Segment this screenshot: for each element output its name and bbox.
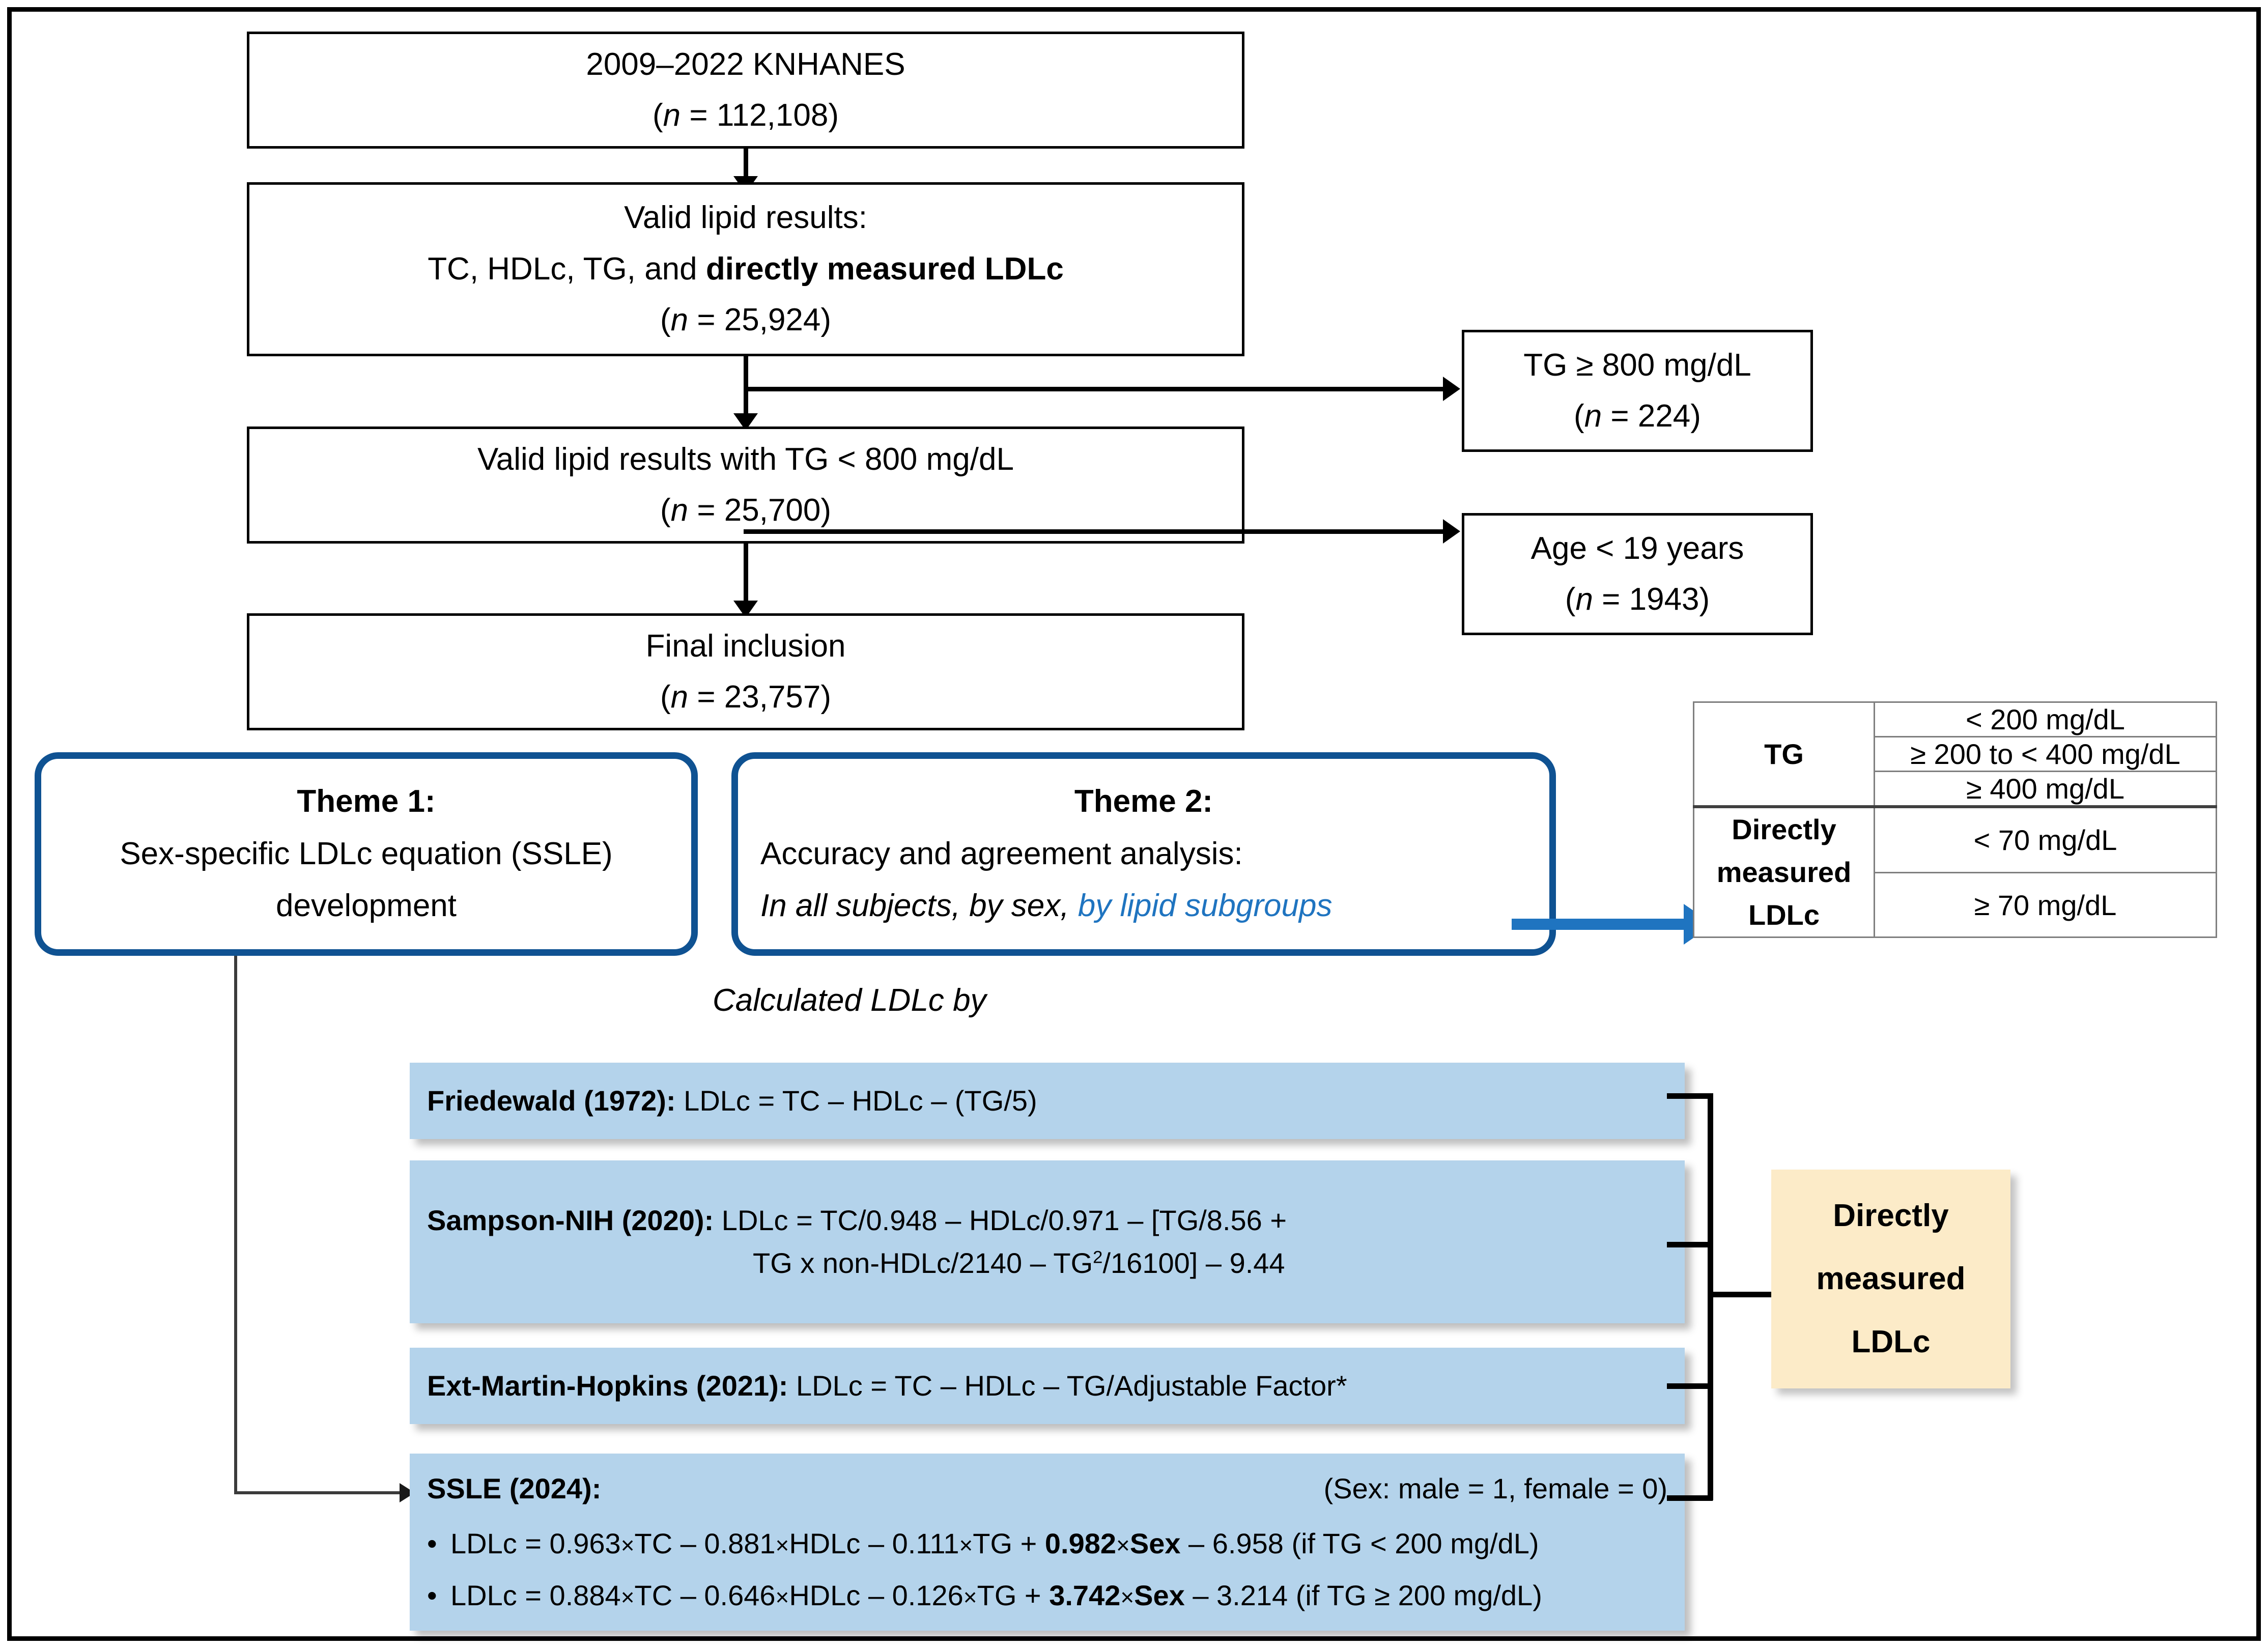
bracket-stem-to-reference: [1708, 1292, 1774, 1297]
theme-1-box[interactable]: Theme 1: Sex-specific LDLc equation (SSL…: [35, 752, 698, 956]
table-cell-ldlc-1: < 70 mg/dL: [1874, 805, 2217, 874]
bracket-tick-emh: [1667, 1383, 1713, 1389]
arrowhead-to-exclusion-2: [1443, 519, 1460, 544]
calculated-ldlc-label: Calculated LDLc by: [713, 983, 986, 1018]
table-row: ≥ 200 to < 400 mg/dL: [1694, 736, 2217, 772]
table-rowhead-tg: TG: [1693, 701, 1875, 808]
box-tg800-line2: (n = 25,700): [660, 493, 832, 528]
sampson-name: Sampson-NIH (2020):: [427, 1204, 714, 1236]
box-exclusion-tg: TG ≥ 800 mg/dL (n = 224): [1462, 330, 1813, 452]
bracket-tick-friedewald: [1667, 1093, 1713, 1099]
connector-to-exclusion-2: [744, 529, 1446, 534]
outer-frame: [7, 7, 2261, 1641]
theme-2-title: Theme 2:: [1074, 783, 1213, 819]
formula-box-ssle: SSLE (2024): (Sex: male = 1, female = 0)…: [410, 1454, 1685, 1631]
theme-1-line2: development: [275, 888, 457, 924]
ssle-bullet-2: • LDLc = 0.884×TC – 0.646×HDLc – 0.126×T…: [427, 1574, 1667, 1617]
sampson-equation-row1: Sampson-NIH (2020): LDLc = TC/0.948 – HD…: [427, 1199, 1667, 1242]
box-final-inclusion: Final inclusion (n = 23,757): [247, 613, 1244, 730]
table-cell-ldlc-2: ≥ 70 mg/dL: [1874, 872, 2217, 938]
reference-standard-box: Directly measured LDLc: [1771, 1170, 2010, 1388]
exclusion-tg-line1: TG ≥ 800 mg/dL: [1523, 347, 1751, 383]
box-knhanes-line2: (n = 112,108): [653, 98, 839, 133]
emh-name: Ext-Martin-Hopkins (2021):: [427, 1370, 788, 1402]
final-inclusion-line1: Final inclusion: [645, 628, 846, 664]
reference-line3: LDLc: [1851, 1324, 1931, 1359]
theme-2-line1: Accuracy and agreement analysis:: [760, 836, 1243, 871]
emh-equation: LDLc = TC – HDLc – TG/Adjustable Factor*: [788, 1370, 1347, 1402]
friedewald-equation-row: Friedewald (1972): LDLc = TC – HDLc – (T…: [427, 1079, 1667, 1122]
sampson-equation-line1: LDLc = TC/0.948 – HDLc/0.971 – [TG/8.56 …: [714, 1204, 1287, 1236]
lipid-subgroup-table: TG < 200 mg/dL ≥ 200 to < 400 mg/dL ≥ 40…: [1693, 701, 2217, 938]
theme-2-accent-text: by lipid subgroups: [1078, 888, 1333, 924]
final-inclusion-line2: (n = 23,757): [660, 679, 832, 715]
table-row: TG < 200 mg/dL: [1693, 701, 2217, 808]
ssle-header-row: SSLE (2024): (Sex: male = 1, female = 0): [427, 1467, 1667, 1510]
connector-1-2: [744, 149, 748, 180]
connector-3-4: [744, 544, 748, 605]
bullet-dot-icon: •: [427, 1527, 437, 1559]
table-cell-tg-1: < 200 mg/dL: [1874, 701, 2217, 737]
ssle-sex-note: (Sex: male = 1, female = 0): [1323, 1472, 1667, 1504]
box-valid-line3: (n = 25,924): [660, 302, 832, 338]
friedewald-equation: LDLc = TC – HDLc – (TG/5): [675, 1085, 1037, 1117]
bullet-dot-icon: •: [427, 1579, 437, 1611]
bracket-tick-ssle: [1667, 1495, 1713, 1501]
theme-1-line1: Sex-specific LDLc equation (SSLE): [120, 836, 613, 871]
reference-line1: Directly: [1833, 1198, 1949, 1233]
connector-to-exclusion-1: [744, 387, 1446, 391]
box-valid-line2: TC, HDLc, TG, and directly measured LDLc: [428, 251, 1064, 287]
exclusion-age-line1: Age < 19 years: [1530, 530, 1744, 566]
box-tg800-line1: Valid lipid results with TG < 800 mg/dL: [477, 441, 1014, 477]
ssle-equation-2: LDLc = 0.884×TC – 0.646×HDLc – 0.126×TG …: [450, 1579, 1542, 1611]
exclusion-tg-line2: (n = 224): [1574, 399, 1701, 434]
box-knhanes-line1: 2009–2022 KNHANES: [586, 46, 905, 82]
theme-2-line2: In all subjects, by sex, by lipid subgro…: [760, 888, 1333, 924]
table-cell-tg-2: ≥ 200 to < 400 mg/dL: [1874, 736, 2217, 772]
arrowhead-to-exclusion-1: [1443, 377, 1460, 401]
table-cell-tg-3: ≥ 400 mg/dL: [1874, 771, 2217, 808]
formula-box-sampson: Sampson-NIH (2020): LDLc = TC/0.948 – HD…: [410, 1160, 1685, 1323]
ssle-name: SSLE (2024):: [427, 1472, 602, 1504]
connector-theme1-ssle-horizontal: [234, 1491, 402, 1494]
connector-theme1-ssle-vertical: [234, 956, 237, 1494]
bracket-tick-sampson: [1667, 1242, 1713, 1247]
theme-1-title: Theme 1:: [297, 783, 436, 819]
table-row: Directly measured LDLc < 70 mg/dL: [1693, 805, 2217, 938]
box-valid-lipid-tg800: Valid lipid results with TG < 800 mg/dL …: [247, 427, 1244, 544]
sampson-equation-row2: TG x non-HDLc/2140 – TG2/16100] – 9.44: [753, 1247, 1285, 1279]
formula-box-friedewald: Friedewald (1972): LDLc = TC – HDLc – (T…: [410, 1063, 1685, 1139]
theme-2-box[interactable]: Theme 2: Accuracy and agreement analysis…: [731, 752, 1556, 956]
table-rowhead-ldlc: Directly measured LDLc: [1693, 805, 1875, 938]
reference-line2: measured: [1816, 1261, 1966, 1296]
box-valid-line1: Valid lipid results:: [624, 200, 867, 236]
exclusion-age-line2: (n = 1943): [1565, 582, 1710, 617]
table-row: ≥ 70 mg/dL: [1694, 872, 2217, 938]
friedewald-name: Friedewald (1972):: [427, 1085, 676, 1117]
box-knhanes-source: 2009–2022 KNHANES (n = 112,108): [247, 32, 1244, 149]
formula-box-ext-martin-hopkins: Ext-Martin-Hopkins (2021): LDLc = TC – H…: [410, 1348, 1685, 1424]
box-valid-lipid-results: Valid lipid results: TC, HDLc, TG, and d…: [247, 182, 1244, 356]
box-exclusion-age: Age < 19 years (n = 1943): [1462, 513, 1813, 635]
ssle-equation-1: LDLc = 0.963×TC – 0.881×HDLc – 0.111×TG …: [450, 1527, 1539, 1559]
ssle-bullet-1: • LDLc = 0.963×TC – 0.881×HDLc – 0.111×T…: [427, 1522, 1667, 1565]
table-row: ≥ 400 mg/dL: [1694, 771, 2217, 808]
emh-equation-row: Ext-Martin-Hopkins (2021): LDLc = TC – H…: [427, 1365, 1667, 1407]
blue-connector-line: [1512, 919, 1715, 930]
